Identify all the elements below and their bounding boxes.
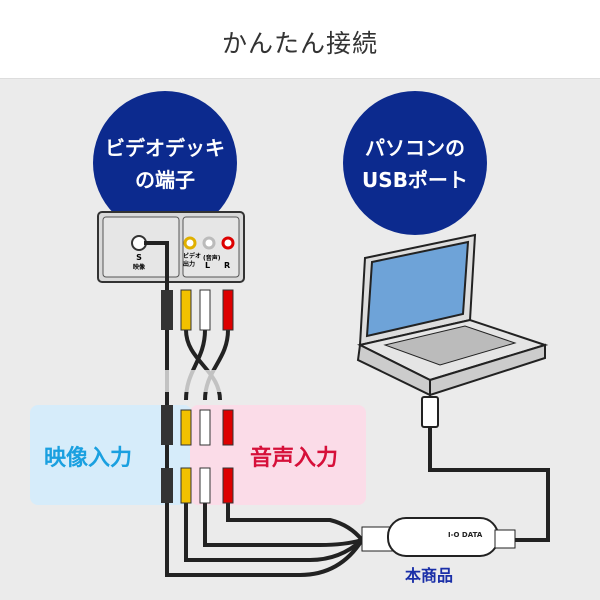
laptop-icon [356, 233, 549, 397]
s-video-port-icon [131, 235, 147, 251]
audio-label: (音声) [203, 255, 221, 262]
header: かんたん接続 [0, 0, 600, 79]
video-deck-circle [93, 91, 237, 235]
video-deck-panel [97, 211, 245, 283]
left-label: L [205, 261, 211, 270]
video-input-label: 映像入力 [44, 446, 133, 471]
brand-logo: I-O DATA [448, 531, 483, 539]
page-title: かんたん接続 [221, 29, 378, 58]
video-out-label: ビデオ出力 [183, 253, 202, 268]
video-input-area [30, 405, 192, 505]
red-port-icon [221, 236, 235, 250]
video-deck-label: ビデオデッキの端子 [105, 136, 225, 192]
product-device [361, 517, 516, 557]
product-label: 本商品 [405, 566, 454, 585]
audio-input-area [190, 405, 366, 505]
audio-input-label: 音声入力 [250, 446, 339, 471]
usb-plug-icon [421, 396, 439, 428]
yellow-port-icon [183, 236, 197, 250]
white-port-icon [202, 236, 216, 250]
rca-plugs [161, 289, 234, 504]
pc-circle [343, 91, 487, 235]
right-label: R [224, 261, 231, 270]
